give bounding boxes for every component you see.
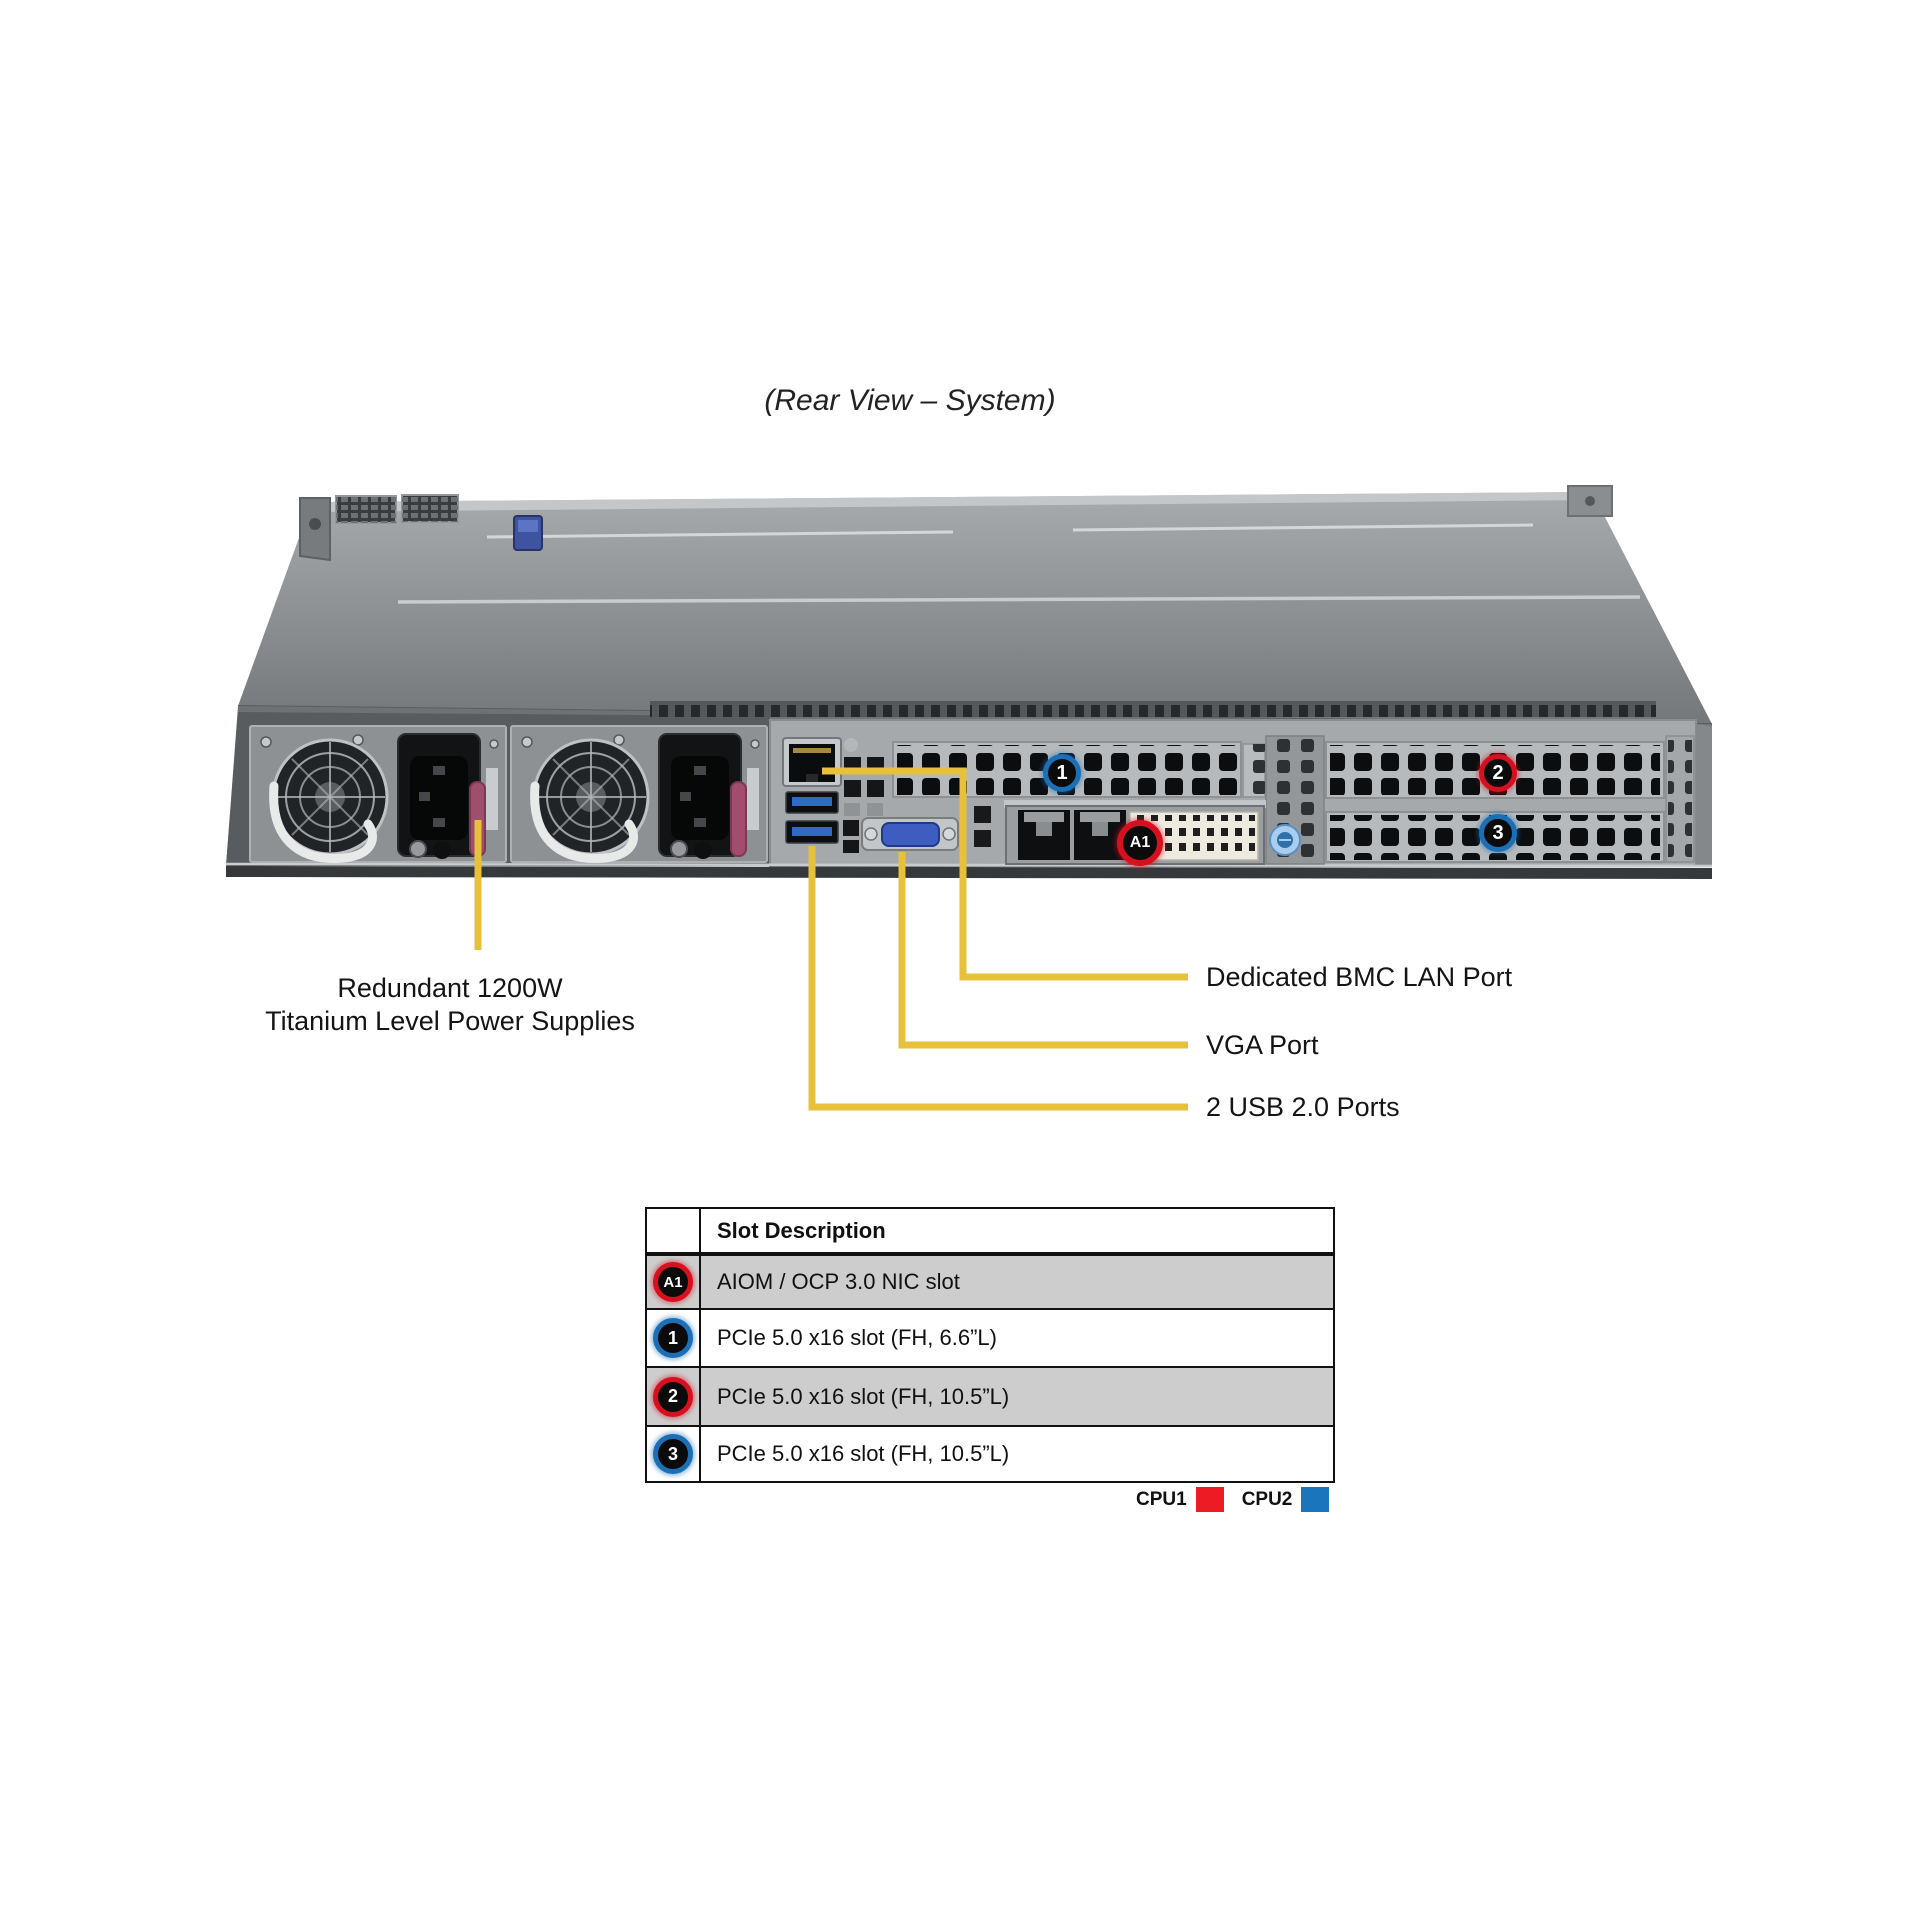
row-badge-cell: 1	[647, 1310, 701, 1366]
cpu2-color-swatch	[1301, 1487, 1330, 1512]
slot3-badge: 3	[1479, 814, 1517, 852]
usb-label: 2 USB 2.0 Ports	[1206, 1092, 1400, 1122]
row-badge-a1: A1	[653, 1262, 693, 1302]
psu-latch-tab	[486, 768, 498, 830]
page-title: (Rear View – System)	[764, 384, 1056, 417]
row-badge-3: 3	[653, 1434, 693, 1474]
rack-ear-right	[1567, 485, 1613, 517]
slot2-badge: 2	[1479, 754, 1517, 792]
chassis-lid	[237, 492, 1713, 725]
table-row: 3 PCIe 5.0 x16 slot (FH, 10.5”L)	[647, 1427, 1333, 1481]
row-desc: PCIe 5.0 x16 slot (FH, 6.6”L)	[717, 1325, 997, 1350]
thumbscrew	[1269, 824, 1301, 856]
slot1-badge: 1	[1043, 754, 1081, 792]
lid-blue-clip	[513, 515, 543, 551]
vga-callout-line	[898, 852, 1188, 1049]
row-badge-cell: 3	[647, 1427, 701, 1481]
top-vent-mesh	[335, 494, 459, 524]
row-badge-1: 1	[653, 1318, 693, 1358]
row-badge-2: 2	[653, 1376, 693, 1417]
row-badge-cell: 2	[647, 1368, 701, 1425]
rear-vent-row	[650, 701, 1656, 717]
rack-ear-left	[299, 497, 331, 562]
table-row: 1 PCIe 5.0 x16 slot (FH, 6.6”L)	[647, 1310, 1333, 1368]
psu-ac-inlet	[397, 733, 481, 857]
row-desc: PCIe 5.0 x16 slot (FH, 10.5”L)	[717, 1441, 1010, 1466]
usb-callout-line	[808, 846, 1188, 1111]
table-header-row: Slot Description	[647, 1209, 1333, 1256]
table-row: A1 AIOM / OCP 3.0 NIC slot	[647, 1256, 1333, 1310]
psu-pull-handle	[269, 781, 377, 863]
row-desc: PCIe 5.0 x16 slot (FH, 10.5”L)	[717, 1383, 1010, 1409]
table-header-badge-cell	[647, 1209, 701, 1252]
aiom-badge: A1	[1117, 820, 1163, 866]
psu-callout-label: Redundant 1200W Titanium Level Power Sup…	[230, 972, 670, 1038]
vga-label: VGA Port	[1206, 1030, 1319, 1060]
row-desc: AIOM / OCP 3.0 NIC slot	[717, 1269, 960, 1294]
row-badge-cell: A1	[647, 1256, 701, 1308]
right-bracket-column	[1665, 735, 1695, 863]
psu-label-line2: Titanium Level Power Supplies	[265, 1006, 635, 1036]
power-supply-right	[511, 726, 767, 862]
cpu2-label: CPU2	[1241, 1488, 1293, 1510]
cpu1-color-swatch	[1195, 1487, 1224, 1512]
table-row: 2 PCIe 5.0 x16 slot (FH, 10.5”L)	[647, 1368, 1333, 1427]
table-header-label: Slot Description	[717, 1217, 886, 1243]
usb-ports	[785, 791, 839, 844]
power-supply-left	[249, 725, 507, 863]
bmc-lan-label: Dedicated BMC LAN Port	[1206, 962, 1513, 992]
psu-label-line1: Redundant 1200W	[337, 973, 563, 1003]
cpu-legend: CPU1 CPU2	[1136, 1487, 1330, 1512]
callout-lines	[474, 767, 1188, 1111]
cpu1-label: CPU1	[1136, 1488, 1187, 1510]
vga-port	[861, 817, 959, 851]
bmc-lan-port	[782, 737, 842, 787]
slot-description-table: Slot Description A1 AIOM / OCP 3.0 NIC s…	[645, 1207, 1335, 1483]
bmc-callout-line	[822, 767, 1188, 981]
